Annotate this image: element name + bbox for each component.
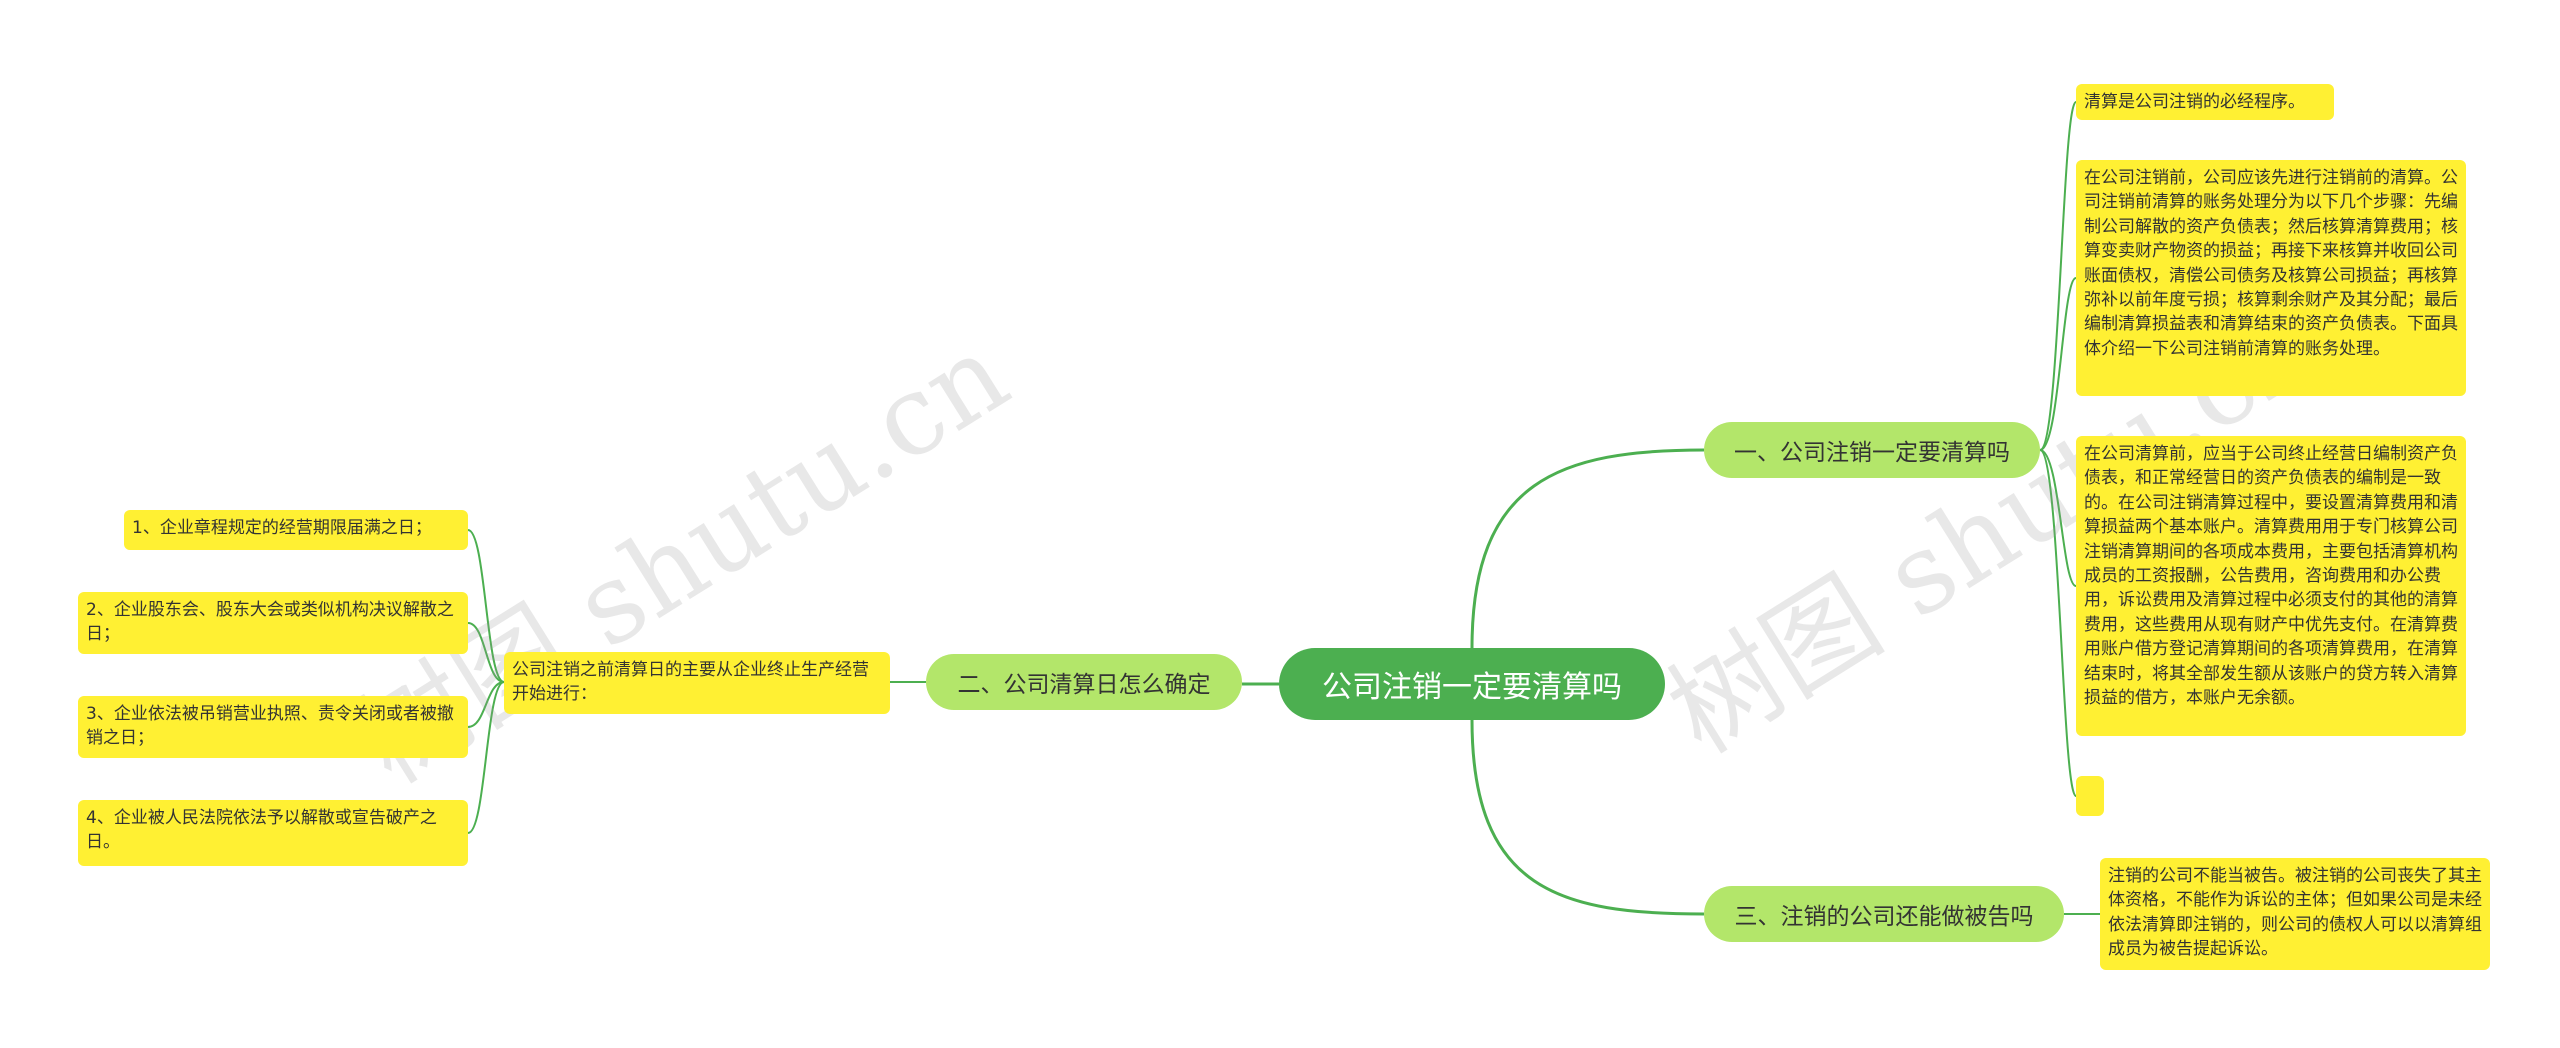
- branch-must-liquidate[interactable]: 一、公司注销一定要清算吗: [1704, 422, 2040, 478]
- leaf-empty[interactable]: [2076, 776, 2104, 816]
- leaf-term-expired[interactable]: 1、企业章程规定的经营期限届满之日；: [124, 510, 468, 550]
- link-mid-leaf1: [467, 529, 505, 683]
- link-b1-leaf4: [2039, 449, 2077, 797]
- link-mid-leaf4: [467, 681, 505, 834]
- branch-can-be-sued[interactable]: 三、注销的公司还能做被告吗: [1704, 886, 2064, 942]
- root-topic[interactable]: 公司注销一定要清算吗: [1279, 648, 1665, 720]
- link-root-branch3: [1470, 719, 1705, 916]
- link-b1-leaf1: [2039, 101, 2077, 451]
- leaf-shareholder-resolution[interactable]: 2、企业股东会、股东大会或类似机构决议解散之日；: [78, 592, 468, 654]
- leaf-license-revoked[interactable]: 3、企业依法被吊销营业执照、责令关闭或者被撤销之日；: [78, 696, 468, 758]
- leaf-liquidation-steps[interactable]: 在公司注销前，公司应该先进行注销前的清算。公司注销前清算的账务处理分为以下几个步…: [2076, 160, 2466, 396]
- link-b1-leaf3: [2039, 449, 2077, 587]
- link-root-branch1: [1470, 448, 1705, 649]
- link-mid-leaf3: [467, 681, 505, 728]
- leaf-liquidation-required[interactable]: 清算是公司注销的必经程序。: [2076, 84, 2334, 120]
- branch-liquidation-date[interactable]: 二、公司清算日怎么确定: [926, 654, 1242, 710]
- leaf-cannot-be-defendant[interactable]: 注销的公司不能当被告。被注销的公司丧失了其主体资格，不能作为诉讼的主体；但如果公…: [2100, 858, 2490, 970]
- leaf-court-bankruptcy[interactable]: 4、企业被人民法院依法予以解散或宣告破产之日。: [78, 800, 468, 866]
- leaf-liquidation-start[interactable]: 公司注销之前清算日的主要从企业终止生产经营开始进行：: [504, 652, 890, 714]
- link-b1-leaf2: [2039, 277, 2077, 451]
- leaf-liquidation-accounts[interactable]: 在公司清算前，应当于公司终止经营日编制资产负债表，和正常经营日的资产负债表的编制…: [2076, 436, 2466, 736]
- link-mid-leaf2: [467, 622, 505, 683]
